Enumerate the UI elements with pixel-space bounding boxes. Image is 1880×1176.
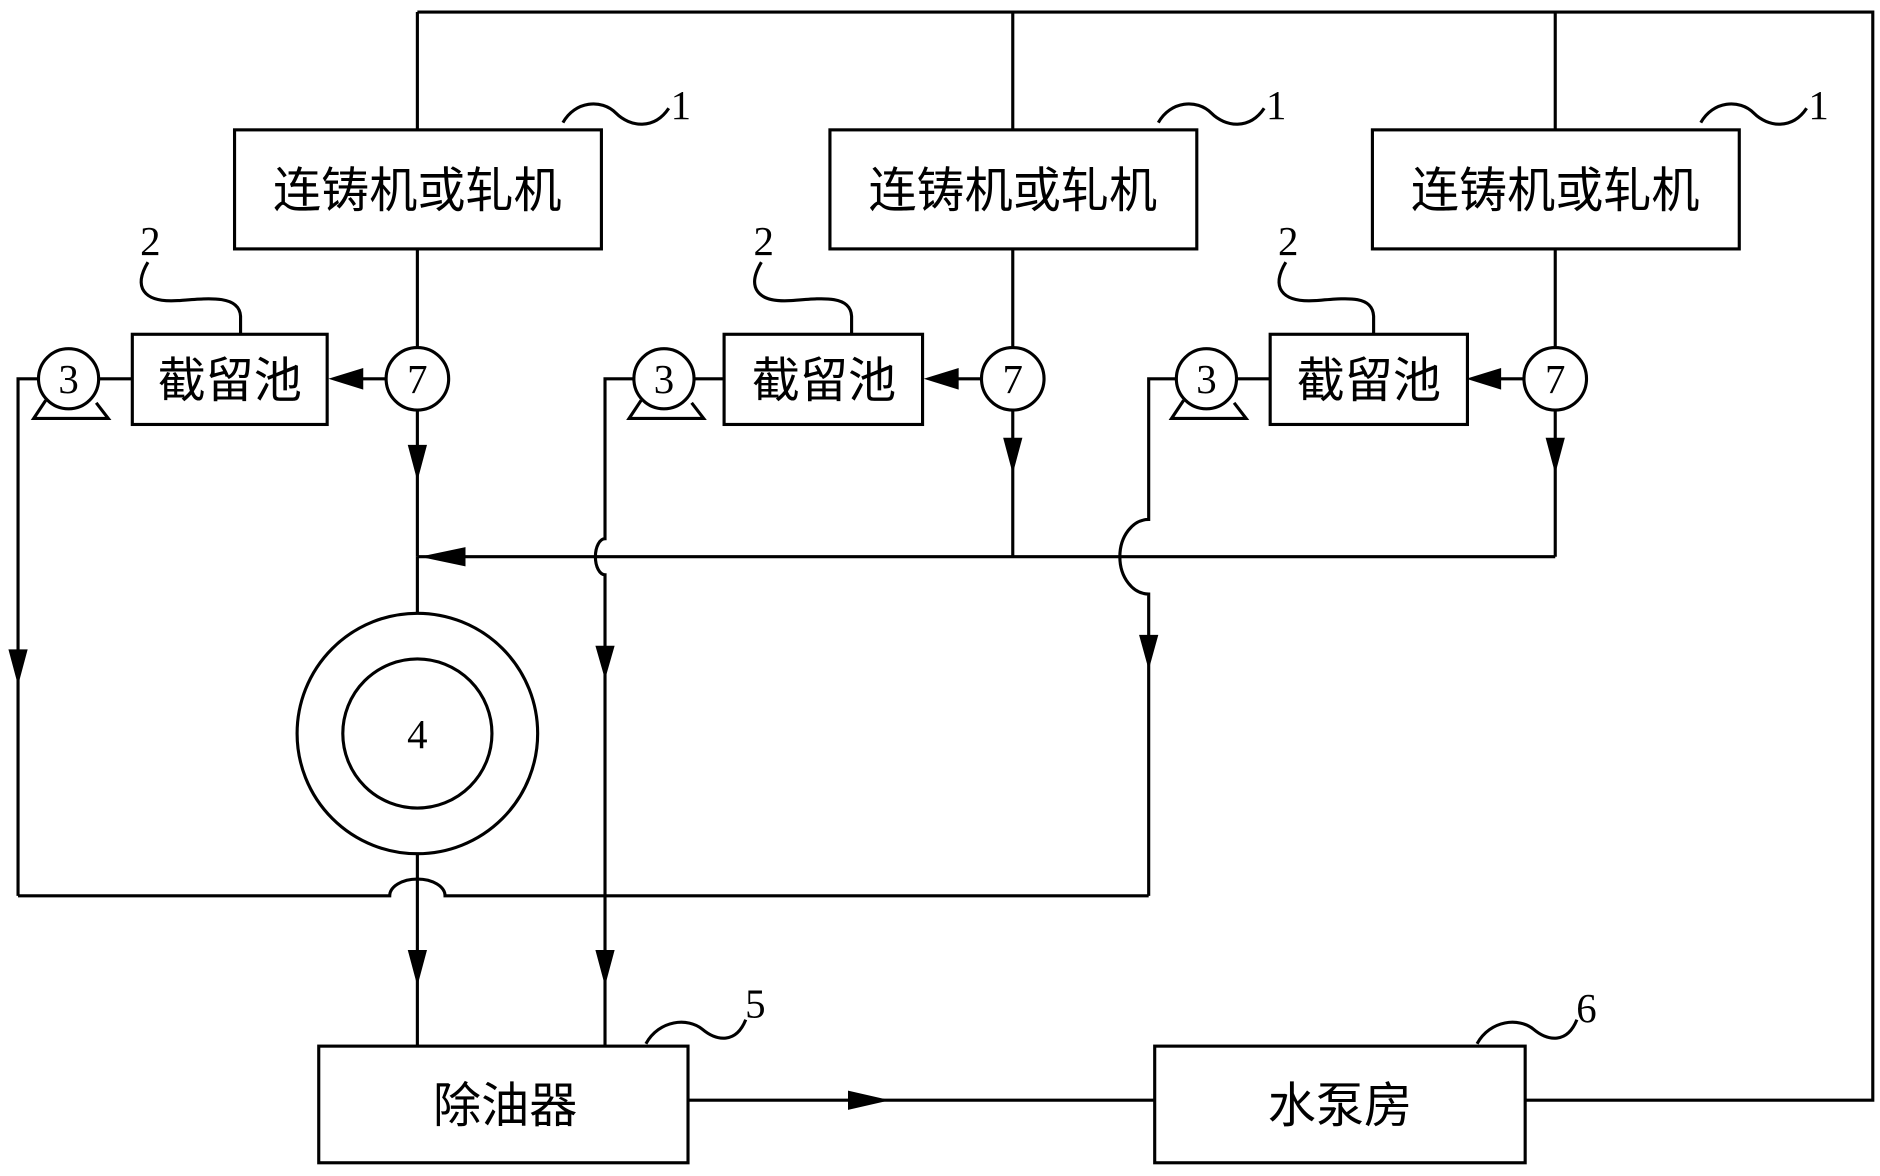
caster-or-mill-box (828, 128, 1199, 251)
bypass-return-line (18, 877, 1149, 898)
valve-numeral: 7 (1003, 357, 1023, 402)
reference-numeral-5: 5 (745, 981, 765, 1026)
unit-3: 连铸机或轧机 1 7 截留池 2 3 (1168, 12, 1829, 557)
valve-to-basin-arrowhead (923, 367, 959, 390)
reference-numeral-1: 1 (1808, 83, 1828, 128)
separator-arrowhead-right (847, 1090, 891, 1110)
tank-numeral: 4 (407, 712, 427, 757)
valve-outlet-arrowhead (1545, 437, 1565, 474)
valve-circle (384, 345, 451, 412)
valve-outlet-arrowhead (407, 444, 427, 481)
pump-house-box (1153, 1044, 1527, 1165)
pump-discharge-arrowhead-1 (8, 649, 28, 686)
leader-line-1 (561, 102, 671, 126)
pump-discharge-arrowhead-3 (1139, 634, 1159, 670)
reference-numeral-2: 2 (754, 219, 774, 264)
oil-separator-label: 除油器 (433, 1080, 577, 1133)
caster-or-mill-label: 连铸机或轧机 (273, 165, 562, 218)
valve-numeral: 7 (407, 357, 427, 402)
pump-circle (1174, 347, 1239, 411)
interception-basin-label: 截留池 (158, 355, 302, 408)
valve-numeral: 7 (1545, 357, 1565, 402)
pump-circle (632, 347, 696, 411)
oil-separator-box (317, 1044, 690, 1165)
valve-circle (1522, 345, 1589, 412)
caster-or-mill-label: 连铸机或轧机 (1411, 165, 1700, 218)
unit-1: 连铸机或轧机 1 7 截留池 2 3 (30, 12, 691, 557)
tank-inner-circle (341, 657, 494, 810)
reference-numeral-2: 2 (140, 219, 160, 264)
pump-circle (36, 347, 101, 411)
pump-discharge-line-3 (1118, 377, 1177, 896)
collector-arrowhead-left (419, 547, 466, 567)
pump-base (1168, 399, 1250, 421)
leader-line-2 (753, 261, 854, 335)
caster-or-mill-label: 连铸机或轧机 (868, 165, 1157, 218)
leader-line-6 (1475, 1019, 1579, 1045)
reference-numeral-2: 2 (1278, 219, 1298, 264)
pump-base (30, 399, 112, 421)
reference-numeral-1: 1 (671, 83, 691, 128)
reference-numeral-6: 6 (1576, 986, 1596, 1031)
leader-line-1 (1156, 102, 1266, 126)
pump-house-label: 水泵房 (1268, 1080, 1412, 1133)
interception-basin-box (130, 332, 329, 427)
interception-basin-box (1268, 332, 1469, 427)
pump-discharge-line-1 (16, 377, 39, 896)
leader-line-1 (1699, 102, 1808, 126)
valve-circle (979, 345, 1046, 412)
reference-numeral-1: 1 (1266, 83, 1286, 128)
leader-line-5 (644, 1019, 748, 1045)
pump-numeral: 3 (58, 357, 78, 402)
valve-to-basin-arrowhead (1466, 367, 1502, 390)
pump-discharge-line-2 (593, 377, 634, 1047)
valve-outlet-arrowhead (1003, 437, 1023, 474)
unit-2: 连铸机或轧机 1 7 截留池 2 3 (626, 12, 1286, 557)
interception-basin-box (722, 332, 925, 427)
pump-discharge-arrowhead-2b (595, 949, 615, 987)
pump-numeral: 3 (654, 357, 674, 402)
leader-line-2 (139, 261, 243, 335)
interception-basin-label: 截留池 (1297, 355, 1441, 408)
tank-outlet-arrowhead-down (407, 949, 427, 987)
pump-numeral: 3 (1196, 357, 1216, 402)
pump-base (626, 399, 707, 421)
interception-basin-label: 截留池 (752, 355, 896, 408)
valve-to-basin-arrowhead (328, 367, 364, 390)
pump-discharge-arrowhead-2a (595, 645, 615, 680)
caster-or-mill-box (1370, 128, 1741, 251)
leader-line-2 (1277, 261, 1376, 335)
caster-or-mill-box (232, 128, 603, 251)
return-water-main-line (417, 10, 1875, 1102)
